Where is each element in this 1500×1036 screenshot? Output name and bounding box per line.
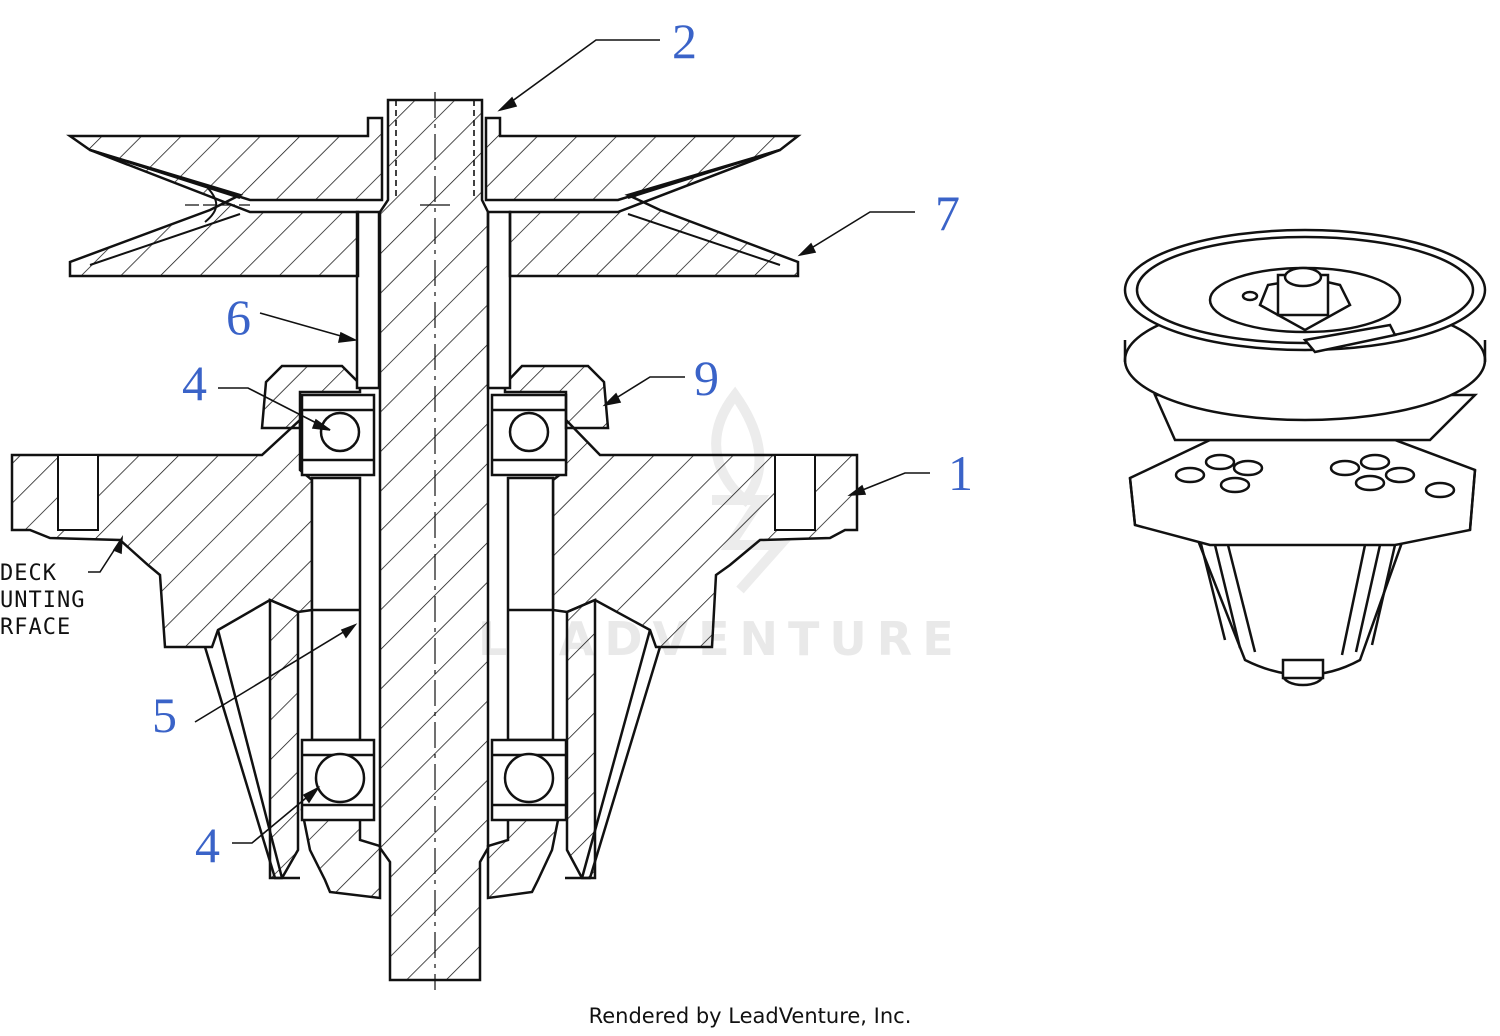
pulley	[66, 116, 802, 278]
deck-label-line3: RFACE	[0, 615, 72, 640]
callout-2: 2	[672, 13, 697, 69]
deck-label-line2: UNTING	[0, 588, 86, 613]
watermark-text: LEADVENTURE	[478, 612, 964, 666]
callout-4-lower: 4	[195, 817, 220, 873]
callout-7: 7	[935, 185, 960, 241]
spindle-shaft	[378, 98, 490, 982]
leader-lines	[88, 39, 930, 844]
callout-6: 6	[226, 289, 251, 345]
callout-5: 5	[152, 687, 177, 743]
render-credit: Rendered by LeadVenture, Inc.	[588, 1004, 912, 1028]
callout-4-upper: 4	[182, 355, 207, 411]
deck-mounting-surface-label: DECK UNTING RFACE	[0, 560, 85, 641]
callout-1: 1	[948, 445, 973, 501]
deck-label-line1: DECK	[0, 561, 57, 586]
callout-9: 9	[694, 350, 719, 406]
